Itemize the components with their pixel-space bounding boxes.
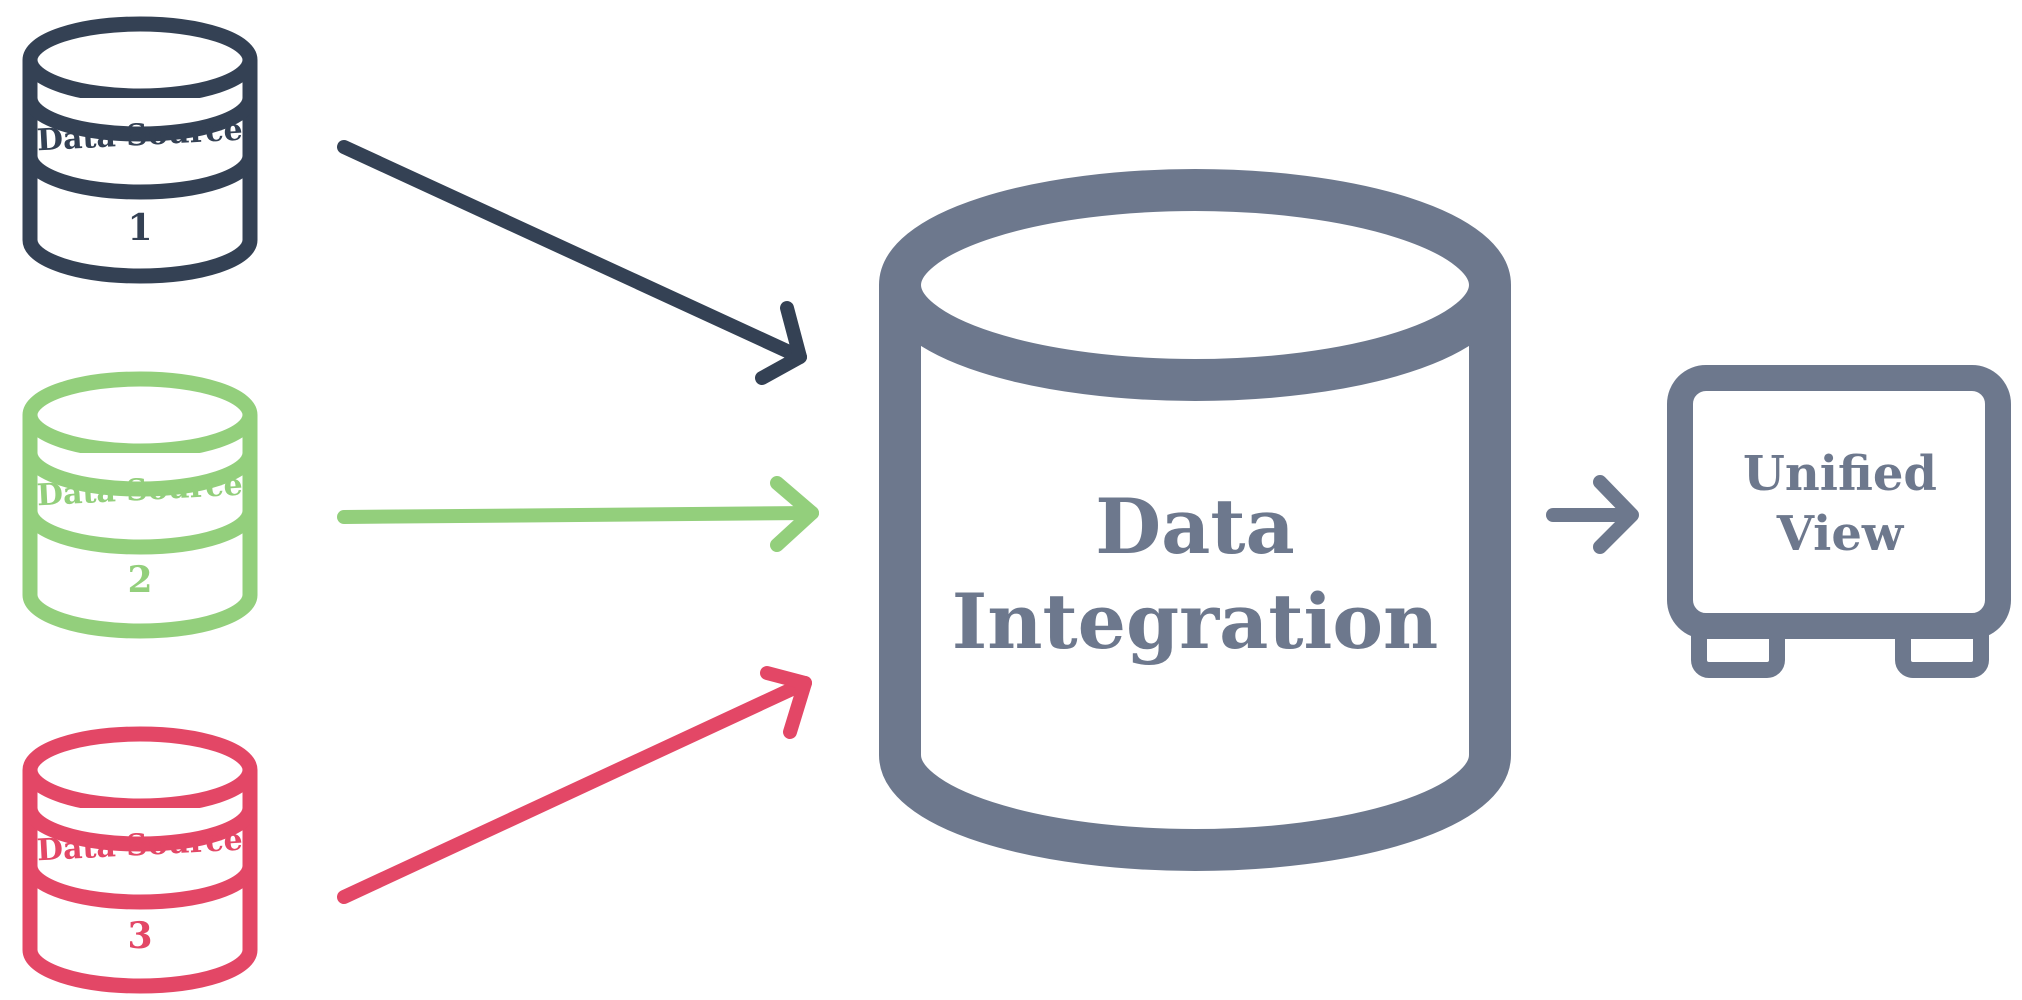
unified-view-title-line1: Unified [1743,446,1937,502]
data-source-1: Data Source 1 [22,16,258,284]
arrow-source-3-head [760,666,812,739]
arrow-source-1-shaft [337,140,807,364]
data-source-1-number: 1 [127,207,152,249]
data-integration-cylinder [879,169,1511,871]
unified-view-right-foot [1895,626,1989,678]
arrow-source-1 [337,140,807,385]
data-source-1-band-top [22,90,258,142]
data-source-3-cylinder [22,726,258,994]
data-source-3-number: 3 [127,915,152,957]
arrow-to-unified-view [1546,475,1639,554]
data-source-2: Data Source 2 [22,371,258,639]
data-source-1-band-bottom [22,148,258,200]
arrow-source-2-shaft [337,506,819,524]
data-integration-title-line2: Integration [952,577,1439,666]
data-source-2-band-top [22,445,258,497]
arrow-source-1-head [755,301,807,385]
unified-view-left-foot [1691,626,1785,678]
data-source-3-band-top [22,800,258,852]
arrow-to-unified-view-head [1593,475,1639,554]
arrow-source-2-head [770,476,819,552]
data-source-2-cylinder [22,371,258,639]
arrow-source-3-shaft [337,676,812,904]
arrow-source-2 [337,476,819,552]
data-integration-title-line1: Data [1095,482,1295,571]
data-source-3-band-bottom [22,858,258,910]
data-source-2-number: 2 [127,559,152,601]
unified-view-screen [1667,365,2011,639]
arrow-source-3 [337,666,812,904]
data-source-2-band-bottom [22,503,258,555]
data-source-1-cylinder [22,16,258,284]
unified-view-title-line2: View [1776,506,1905,562]
unified-view-monitor: Unified View [1667,365,2011,678]
data-source-3: Data Source 3 [22,726,258,994]
data-integration-database: Data Integration [879,169,1511,871]
